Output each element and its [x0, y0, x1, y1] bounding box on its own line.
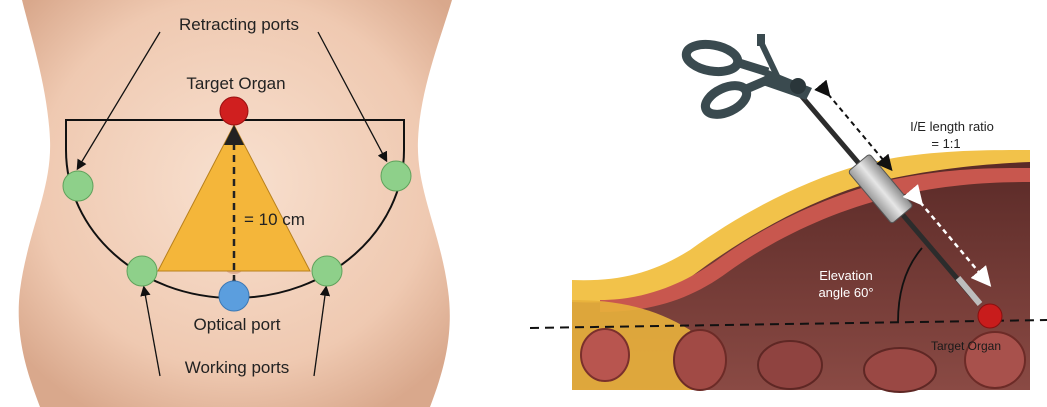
- target-organ-label: Target Organ: [186, 74, 285, 93]
- elevation-label: Elevation: [819, 268, 872, 283]
- distance-label: = 10 cm: [244, 210, 305, 229]
- organ-loop-4: [864, 348, 936, 392]
- external-length-arrow: [828, 94, 890, 168]
- elevation-value: angle 60°: [818, 285, 873, 300]
- retracting-port-right: [381, 161, 411, 191]
- working-port-left: [127, 256, 157, 286]
- target-organ-marker-right: [978, 304, 1002, 328]
- optical-port-label: Optical port: [194, 315, 281, 334]
- organ-loop-2: [674, 330, 726, 390]
- working-ports-label: Working ports: [185, 358, 290, 377]
- organ-loop-1: [581, 329, 629, 381]
- retracting-ports-label: Retracting ports: [179, 15, 299, 34]
- laparoscopic-grasper-icon: [684, 34, 812, 120]
- working-port-right: [312, 256, 342, 286]
- ie-ratio-value: = 1:1: [931, 136, 960, 151]
- target-organ-marker: [220, 97, 248, 125]
- left-panel: Retracting ports Target Organ = 10 cm Op…: [0, 0, 470, 407]
- organ-loop-3: [758, 341, 822, 389]
- right-panel: I/E length ratio = 1:1 Elevation angle 6…: [530, 34, 1047, 392]
- retracting-port-left: [63, 171, 93, 201]
- target-organ-label-right: Target Organ: [931, 339, 1001, 353]
- ie-ratio-label: I/E length ratio: [910, 119, 994, 134]
- optical-port-marker: [219, 281, 249, 311]
